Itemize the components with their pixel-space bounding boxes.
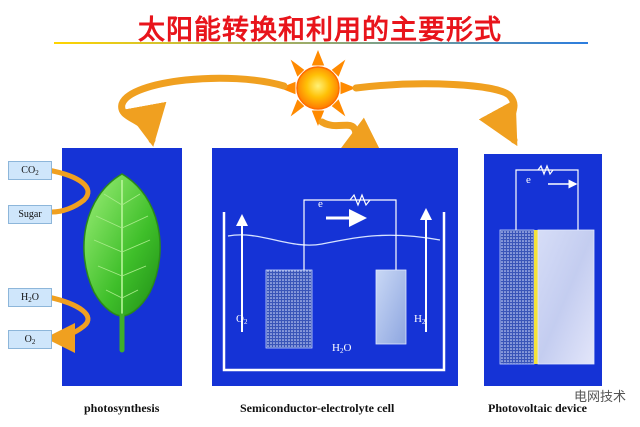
cell-panel — [212, 148, 458, 386]
o2-label: O2 — [8, 330, 52, 349]
pv-p-layer — [537, 229, 595, 365]
o2-gas-label: O2 — [236, 313, 248, 326]
photosynthesis-caption: photosynthesis — [84, 401, 160, 415]
counter-electrode — [375, 269, 407, 345]
pv-resistor-icon — [537, 164, 554, 176]
arrow-to-cell — [318, 117, 383, 156]
cell-caption: Semiconductor-electrolyte cell — [240, 401, 395, 415]
sugar-label: Sugar — [8, 205, 52, 224]
leaf-exchange-arrows — [45, 167, 91, 353]
pv-circuit — [515, 169, 579, 230]
page-title: 太阳能转换和利用的主要形式 — [138, 15, 502, 46]
pv-junction — [534, 230, 538, 364]
watermark: 电网技术 — [573, 390, 626, 405]
photovoltaic-caption: Photovoltaic device — [488, 401, 587, 415]
photo-electrode — [265, 269, 313, 349]
water-label: H2O — [332, 342, 352, 355]
resistor-icon — [349, 193, 371, 207]
co2-label: CO2 — [8, 161, 52, 180]
h2-gas-label: H2 — [414, 313, 426, 326]
pv-n-layer — [499, 229, 535, 365]
beaker — [222, 212, 446, 372]
arrow-to-leaf — [118, 74, 288, 147]
sun-icon — [279, 49, 357, 127]
h2o-label: H2O — [8, 288, 52, 307]
title-underline — [54, 42, 588, 44]
arrow-to-pv — [352, 80, 518, 147]
pv-electron-label: e — [526, 174, 531, 186]
leaf-icon — [83, 173, 161, 353]
cell-electron-label: e — [318, 198, 323, 210]
